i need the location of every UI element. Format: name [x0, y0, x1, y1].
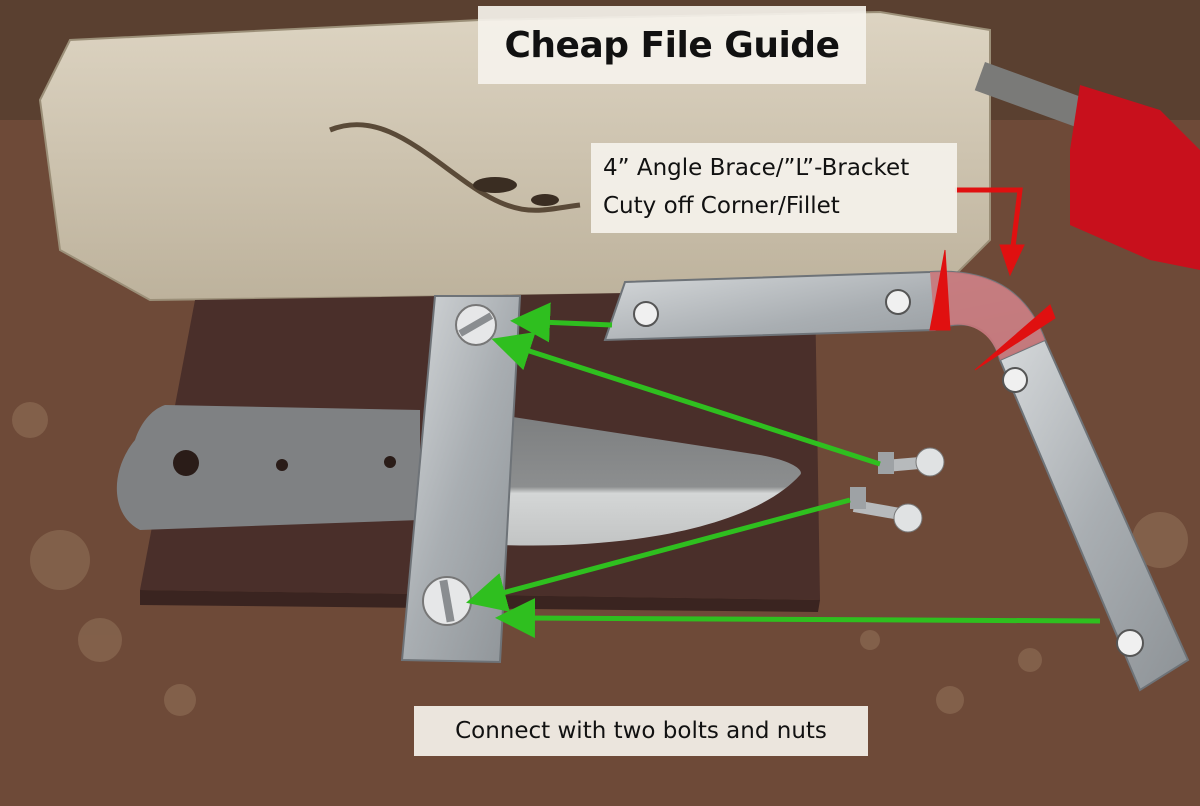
- bottom-caption-text: Connect with two bolts and nuts: [455, 718, 827, 744]
- green-arrows: [466, 302, 1101, 639]
- loose-bolt: [850, 487, 923, 533]
- title-text: Cheap File Guide: [504, 24, 840, 66]
- handle-hole: [384, 456, 396, 468]
- bottom-caption: Connect with two bolts and nuts: [414, 706, 868, 756]
- flat-brace: [400, 295, 522, 664]
- bracket-caption: 4” Angle Brace/”L”-Bracket Cuty off Corn…: [591, 143, 957, 233]
- sawdust: [12, 402, 1188, 716]
- knife-blade: [500, 415, 801, 546]
- red-markers: [929, 187, 1056, 371]
- bracket-hole: [633, 301, 659, 327]
- bracket-caption-line2: Cuty off Corner/Fillet: [603, 193, 840, 219]
- bolt-head-bottom: [422, 576, 472, 626]
- corner-pointer: [955, 187, 1023, 256]
- loose-bolt: [878, 447, 945, 477]
- arrow-bracket-to-bottom-bolt: [495, 598, 1101, 639]
- bracket-caption-line1: 4” Angle Brace/”L”-Bracket: [603, 155, 910, 181]
- corner-pointer-head: [999, 244, 1025, 277]
- knife-handle: [116, 405, 420, 530]
- bracket-hole: [1116, 629, 1144, 657]
- arrow-to-top-bolt: [510, 302, 613, 343]
- log-knot: [473, 177, 517, 193]
- handle-hole: [173, 450, 199, 476]
- arrow-nut-to-bottom-bolt: [466, 497, 851, 612]
- log-crack: [329, 122, 581, 213]
- clamp-frame: [1070, 85, 1200, 270]
- title-caption: Cheap File Guide: [478, 6, 866, 84]
- bracket-hole: [885, 289, 911, 315]
- bolt-head-top: [455, 304, 497, 346]
- cut-marker-left: [929, 249, 951, 331]
- cut-marker-right: [974, 304, 1056, 371]
- arrow-nut-to-top-bolt: [491, 332, 881, 467]
- bracket-hole: [1002, 367, 1028, 393]
- log-knot: [531, 194, 559, 206]
- handle-hole: [276, 459, 288, 471]
